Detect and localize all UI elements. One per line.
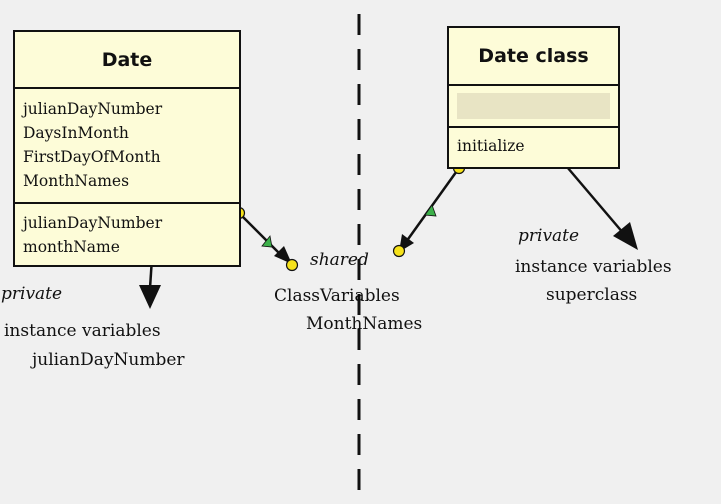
empty-variables-bar bbox=[457, 93, 610, 119]
triangle-marker-right bbox=[424, 204, 437, 217]
date-instance-variables-section: julianDayNumber monthName bbox=[15, 204, 239, 265]
label-julian-day-number-left: julianDayNumber bbox=[32, 350, 185, 370]
label-superclass: superclass bbox=[546, 285, 638, 305]
arrow-initialize-to-shared bbox=[404, 167, 461, 243]
date-class-title: Date bbox=[15, 32, 239, 89]
label-private-right: private bbox=[518, 226, 580, 246]
inst-var-julian-day-number: julianDayNumber bbox=[23, 214, 163, 232]
label-class-variables: ClassVariables bbox=[274, 286, 400, 306]
label-instance-variables-right: instance variables bbox=[515, 257, 672, 277]
date-metaclass-empty-section bbox=[449, 86, 618, 128]
label-month-names: MonthNames bbox=[306, 314, 423, 334]
label-instance-variables-left: instance variables bbox=[4, 321, 161, 341]
arrowhead-date-to-shared bbox=[274, 246, 292, 264]
arrow-date-to-shared bbox=[238, 212, 285, 259]
connector-dot-shared-right bbox=[392, 244, 406, 258]
arrowhead-monthname-to-private bbox=[139, 285, 161, 309]
arrowhead-initialize-to-private bbox=[613, 222, 638, 250]
class-var-julian-day-number: julianDayNumber bbox=[23, 100, 163, 118]
class-var-days-in-month: DaysInMonth bbox=[23, 124, 129, 142]
label-shared: shared bbox=[310, 250, 369, 270]
method-initialize: initialize bbox=[457, 137, 525, 155]
date-class-variables-section: julianDayNumber DaysInMonth FirstDayOfMo… bbox=[15, 89, 239, 204]
date-metaclass-methods-section: initialize bbox=[449, 128, 618, 167]
date-class-box: Date julianDayNumber DaysInMonth FirstDa… bbox=[13, 30, 241, 267]
connector-dot-shared-left bbox=[285, 258, 299, 272]
class-var-first-day-of-month: FirstDayOfMonth bbox=[23, 148, 161, 166]
label-private-left: private bbox=[1, 284, 63, 304]
class-var-month-names: MonthNames bbox=[23, 172, 130, 190]
triangle-marker-left bbox=[261, 235, 273, 248]
date-metaclass-title: Date class bbox=[449, 28, 618, 86]
date-metaclass-box: Date class initialize bbox=[447, 26, 620, 169]
inst-var-month-name: monthName bbox=[23, 238, 120, 256]
